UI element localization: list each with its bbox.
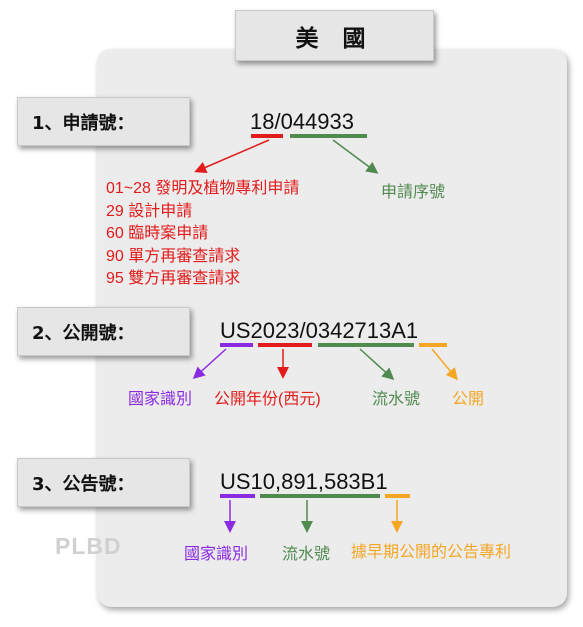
application-number: 18/044933	[250, 109, 354, 134]
s2-green-arrow	[359, 348, 395, 381]
code-list-item: 29 設計申請	[106, 202, 193, 220]
code-list-item: 60 臨時案申請	[106, 225, 209, 242]
grant-kind-label: 據早期公開的公告專利	[351, 544, 512, 561]
code-list-item: 90 單方再審查請求	[106, 247, 241, 265]
s2-purple-arrow	[192, 348, 227, 380]
publication-year-label: 公開年份(西元)	[214, 391, 321, 408]
grant-serial-label: 流水號	[282, 546, 331, 563]
s2-orange-arrow	[431, 348, 458, 381]
watermark: PLBD	[55, 533, 122, 559]
application-serial-label: 申請序號	[381, 184, 446, 201]
grant-number: US10,891,583B1	[220, 469, 388, 494]
section-3-heading: 3、公告號：	[17, 458, 190, 507]
grant-country-label: 國家識別	[184, 546, 249, 563]
publication-serial-label: 流水號	[372, 391, 421, 408]
section-2-heading: 2、公開號：	[17, 307, 190, 356]
code-list-item: 95 雙方再審查請求	[106, 270, 241, 287]
publication-kind-label: 公開	[452, 391, 485, 408]
s1-green-arrow	[332, 139, 379, 174]
publication-country-label: 國家識別	[128, 391, 193, 408]
application-code-list: 01~28 發明及植物專利申請 29 設計申請 60 臨時案申請 90 單方再審…	[106, 178, 299, 291]
publication-number: US2023/0342713A1	[220, 318, 419, 343]
code-list-item: 01~28 發明及植物專利申請	[106, 180, 300, 197]
country-title: 美 國	[235, 10, 434, 61]
s1-red-arrow	[194, 139, 270, 173]
section-1-heading: 1、申請號：	[17, 97, 190, 146]
